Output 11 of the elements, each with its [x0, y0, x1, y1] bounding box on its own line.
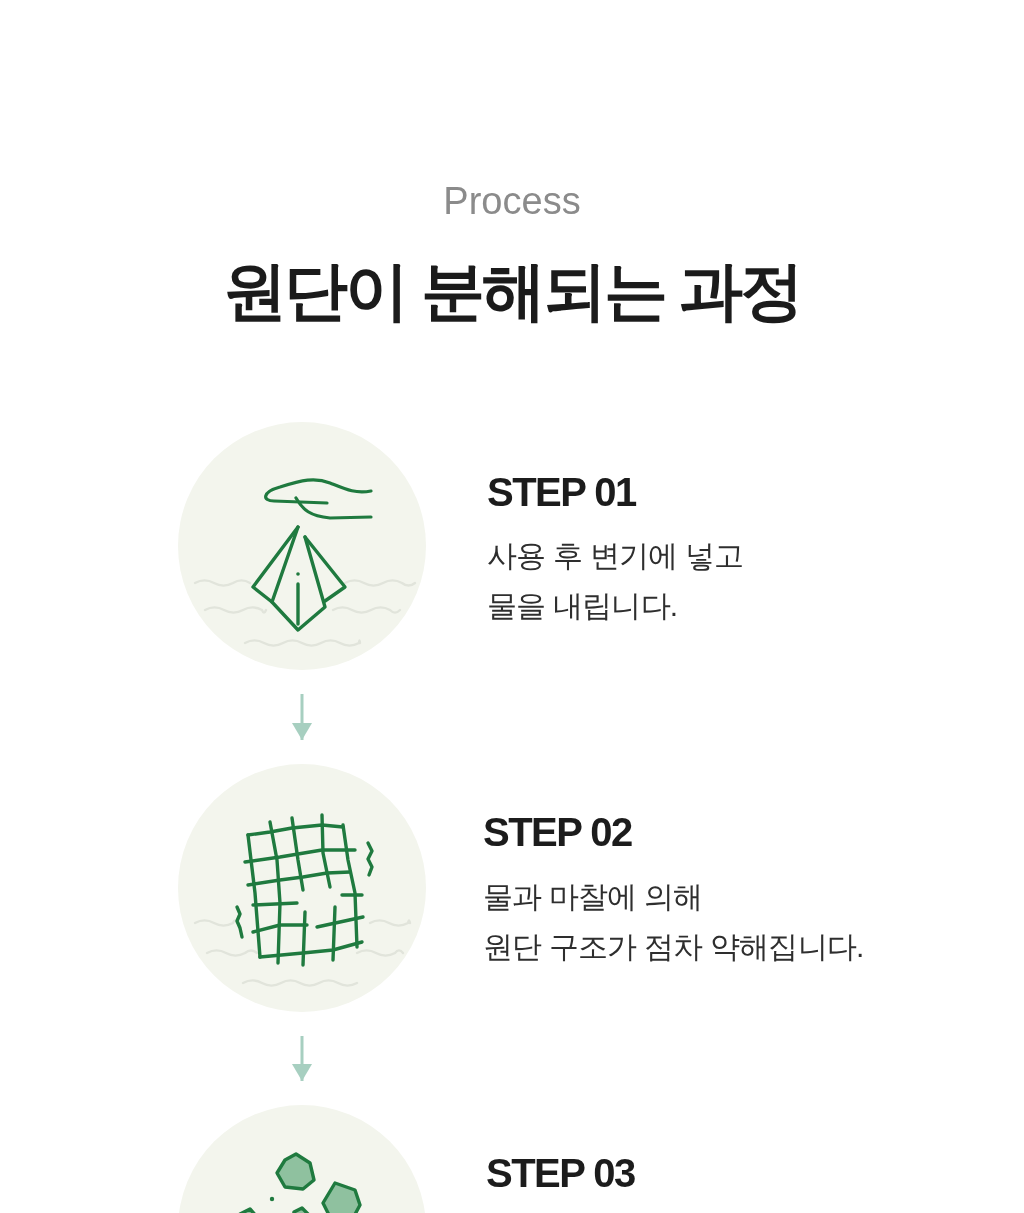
step-heading: STEP 03 — [486, 1153, 635, 1193]
illustration-circle — [178, 764, 426, 1012]
title: 원단이 분해되는 과정 — [221, 254, 803, 329]
step-description: 사용 후 변기에 넣고 물을 내립니다. — [487, 538, 744, 624]
illustration-circle — [178, 422, 426, 670]
arrow — [292, 694, 312, 740]
section-label: Process — [442, 179, 582, 224]
step-heading: STEP 01 — [487, 472, 636, 512]
step-description: 물과 마찰에 의해 원단 구조가 점차 약해집니다. — [483, 879, 864, 965]
step-heading: STEP 02 — [483, 812, 632, 852]
arrow — [292, 1036, 312, 1081]
